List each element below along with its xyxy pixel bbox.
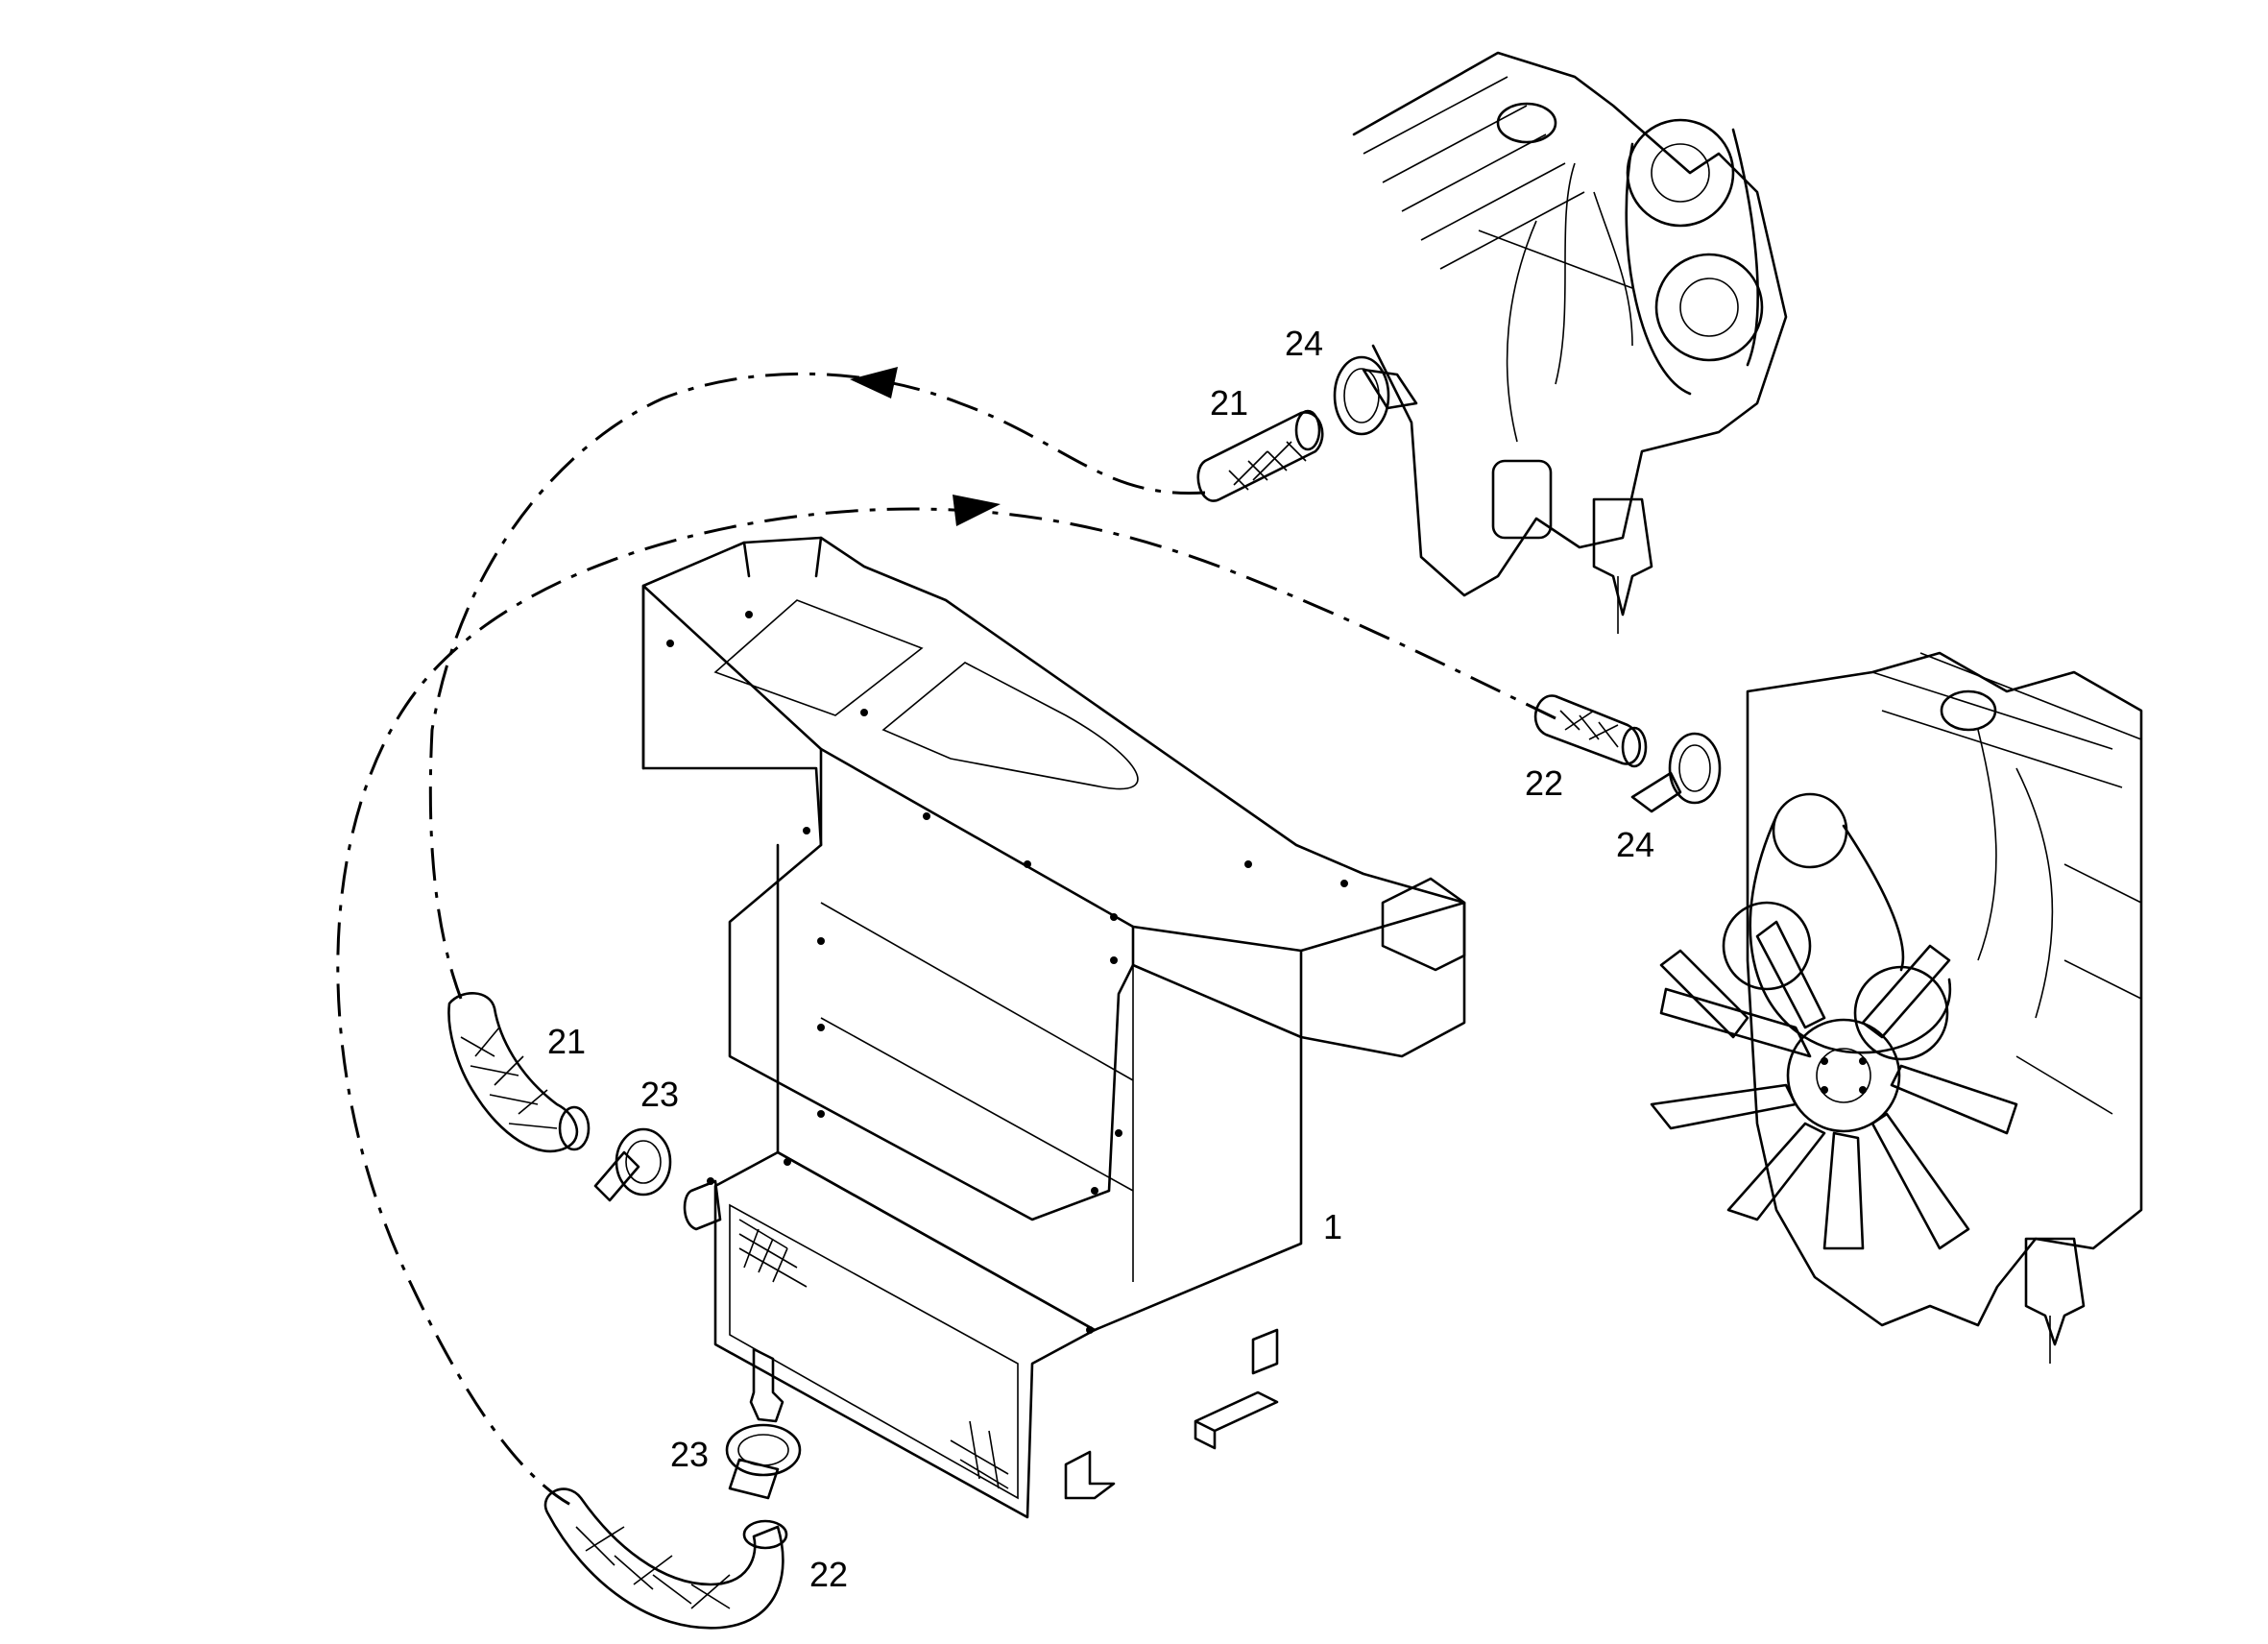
cooler-core	[713, 1150, 1097, 1519]
clamp-24-lower	[1630, 732, 1722, 813]
engine-lower-head-lines	[1871, 652, 2142, 788]
cooler-core-grid-frame	[729, 1203, 1019, 1500]
oil-cooler-assembly	[641, 536, 1466, 1519]
engine-upper-pulley-1	[1626, 118, 1735, 228]
engine-upper-belt	[1625, 128, 1759, 396]
cooler-body-seams	[820, 902, 1134, 1282]
clamp-23-upper	[593, 1127, 672, 1202]
flow-line-upper	[428, 372, 1206, 1000]
hose-22-lower	[543, 1487, 788, 1630]
cooler-right-flange	[1381, 877, 1466, 972]
callout-clamp-24-upper: 24	[1285, 324, 1323, 363]
flow-line-lower	[336, 507, 1556, 1510]
flow-paths	[336, 367, 1556, 1510]
engine-upper-filter	[1491, 459, 1553, 540]
cooler-foot-1	[1194, 1390, 1279, 1450]
cooler-inlet-fitting	[683, 1179, 722, 1231]
hose-22-upper	[1533, 694, 1648, 768]
flow-arrow-right	[953, 495, 1001, 526]
callout-hose-21-upper: 21	[1210, 383, 1248, 423]
engine-upper	[1352, 51, 1788, 634]
cooler-body	[776, 843, 1303, 1332]
hose-21-upper	[1196, 409, 1324, 502]
callout-hose-22-lower: 22	[809, 1555, 848, 1594]
cooler-panel-left	[713, 599, 924, 716]
clamp-24-upper	[1333, 355, 1418, 436]
cooler-foot-3	[1251, 1328, 1279, 1375]
cooler-top-edge	[641, 536, 1466, 953]
engine-upper-mount	[1592, 497, 1653, 616]
engine-lower-mount	[2024, 1237, 2086, 1346]
flow-arrow-left	[850, 367, 898, 399]
callout-clamp-23-upper: 23	[640, 1075, 679, 1114]
cooler-bolts	[666, 611, 1348, 1334]
engine-lower-filler-cap	[1940, 689, 1997, 732]
cooler-foot-2	[1064, 1450, 1116, 1500]
engine-lower-pulley-1	[1772, 792, 1848, 869]
engine-lower-pulley-2	[1722, 901, 1812, 991]
callout-clamp-23-lower: 23	[670, 1435, 709, 1474]
engine-upper-cover-lines	[1363, 76, 1585, 270]
engine-upper-filler-cap	[1496, 102, 1557, 144]
engine-lower-block	[1746, 651, 2143, 1327]
callout-hose-22-upper: 22	[1525, 763, 1563, 803]
cooler-drain-fitting	[749, 1347, 784, 1423]
engine-upper-pulley-2	[1654, 253, 1764, 362]
engine-lower-belt	[1749, 814, 1952, 1054]
callout-clamp-24-lower: 24	[1616, 825, 1654, 864]
cooler-panel-right	[881, 662, 1139, 790]
cooler-inner-ridge	[819, 747, 1303, 1039]
engine-upper-pipes	[1478, 162, 1633, 443]
cooler-top-housing	[641, 536, 1466, 1221]
cooler-core-mesh	[738, 1219, 1009, 1489]
engine-lower-fan-hub	[1786, 1018, 1901, 1133]
clamp-23-lower	[725, 1423, 802, 1500]
hose-21-lower	[447, 992, 591, 1153]
engine-lower-fan	[1650, 920, 2018, 1250]
callouts: 1 21 24 22 24 21 23 23 22	[547, 324, 1654, 1594]
engine-upper-block	[1352, 51, 1788, 597]
engine-lower-pipes	[1977, 729, 2142, 1115]
engine-lower	[1650, 651, 2143, 1364]
callout-hose-21-lower: 21	[547, 1022, 586, 1061]
callout-oil-cooler: 1	[1323, 1207, 1342, 1246]
